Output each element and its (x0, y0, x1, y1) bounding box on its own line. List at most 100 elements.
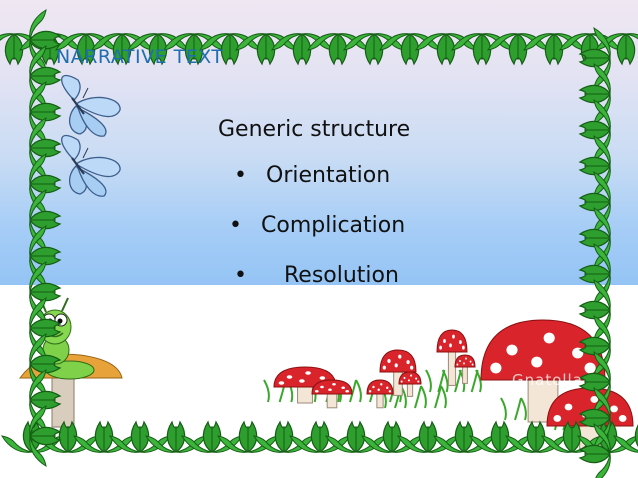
leaf-icon (324, 420, 388, 453)
mushroom-spot (610, 405, 618, 413)
leaf-icon (468, 420, 532, 453)
grass-blade (520, 397, 527, 421)
mushroom-spot (299, 379, 305, 383)
bullet-text: Resolution (284, 263, 399, 288)
mushroom-spot (368, 389, 372, 393)
butterfly-group (61, 74, 121, 197)
leaf-icon (29, 404, 62, 468)
leaf-icon (29, 188, 62, 252)
leaf-icon (162, 33, 226, 66)
leaf-icon (144, 420, 208, 453)
mushroom-cap (366, 379, 394, 395)
leaf-icon (578, 278, 611, 342)
leaf-icon (126, 33, 190, 66)
mushroom-spot (490, 362, 502, 374)
mushroom-spot (463, 362, 465, 365)
mushroom-spot (417, 380, 420, 383)
butterfly-icon (61, 134, 121, 197)
leaf-icon (578, 386, 611, 450)
leaf-icon (578, 314, 611, 378)
butterfly-wing (74, 156, 121, 178)
leaf-icon (522, 33, 586, 66)
mushroom-spot (410, 365, 414, 370)
antenna (82, 87, 89, 99)
leaf-icon (578, 62, 611, 126)
bullet-item-orientation: • Orientation (234, 163, 390, 188)
butterfly-wing (74, 96, 121, 118)
butterfly-body (71, 157, 85, 175)
mushroom-small (366, 379, 394, 409)
mushroom-spot (531, 356, 543, 368)
mushroom-spot (407, 379, 410, 382)
mushroom-cap (454, 354, 476, 368)
mushroom-spot (564, 403, 573, 411)
mushroom-spot (459, 359, 461, 363)
mushroom-spot (465, 357, 467, 360)
bullet-dot: • (234, 263, 247, 288)
leaf-icon (29, 152, 62, 216)
butterfly-body (71, 97, 85, 115)
grass-blade (414, 385, 422, 409)
mushroom-spot (618, 414, 627, 422)
leaf-icon (29, 116, 62, 180)
leaf-icon (594, 33, 638, 66)
leaf-border (0, 8, 638, 478)
mushroom-spot (452, 334, 455, 339)
slide-title: NARRATIVE TEXT (56, 46, 224, 68)
grass-blade (263, 379, 270, 403)
bullet-dot: • (234, 163, 247, 188)
mushroom-small (454, 354, 476, 384)
mushroom-cap (398, 371, 422, 385)
mushroom-small (398, 371, 422, 397)
grass-blade (349, 379, 357, 403)
leaf-icon (29, 368, 62, 432)
mushroom-spot (305, 371, 311, 375)
mushroom-spot (471, 363, 474, 366)
mushroom-spot (386, 386, 389, 389)
mushroom-spot (319, 376, 326, 380)
grass-blade (514, 397, 522, 421)
butterfly-wing (76, 166, 107, 197)
leaf-icon (216, 420, 280, 453)
bullet-text: Orientation (266, 163, 391, 188)
leaf-icon (306, 33, 370, 66)
butterfly-wing (76, 106, 107, 137)
bullet-text: Complication (261, 213, 406, 238)
mushroom-spot (439, 345, 442, 350)
mushroom-spot (382, 365, 386, 370)
leaf-icon (396, 420, 460, 453)
antenna (82, 147, 89, 159)
mushroom-cap (379, 349, 417, 373)
mushroom-spot (553, 414, 562, 422)
mushroom-spot (400, 380, 403, 383)
mushroom-spot (410, 374, 413, 377)
leaf-icon (29, 260, 62, 324)
leaf-icon (288, 420, 352, 453)
mushroom-spot (543, 332, 555, 344)
mushroom-spot (398, 354, 402, 359)
mushroom-small (379, 349, 417, 396)
mushroom-spot (506, 344, 518, 356)
mushroom-spot (286, 375, 293, 379)
mushroom-spot (584, 362, 596, 374)
mushroom-spot (372, 385, 375, 389)
bullet-item-resolution: • Resolution (234, 263, 399, 288)
bullet-dot: • (229, 213, 242, 238)
grass-blade (475, 369, 482, 393)
watermark: Gnatolla (512, 371, 583, 389)
mushroom-spot (377, 388, 380, 392)
mushroom-spot (406, 360, 410, 365)
mushroom-small (436, 329, 468, 386)
leaf-icon (29, 44, 62, 108)
mushroom-spot (449, 343, 452, 348)
mushroom-spot (590, 395, 599, 403)
mushroom-spot (278, 381, 285, 385)
grass-blade (425, 369, 432, 393)
leaf-icon (29, 80, 62, 144)
mushroom-spot (443, 339, 446, 343)
grass-blade (500, 397, 507, 421)
grass-blade (355, 379, 362, 403)
grass-blade (441, 369, 449, 393)
